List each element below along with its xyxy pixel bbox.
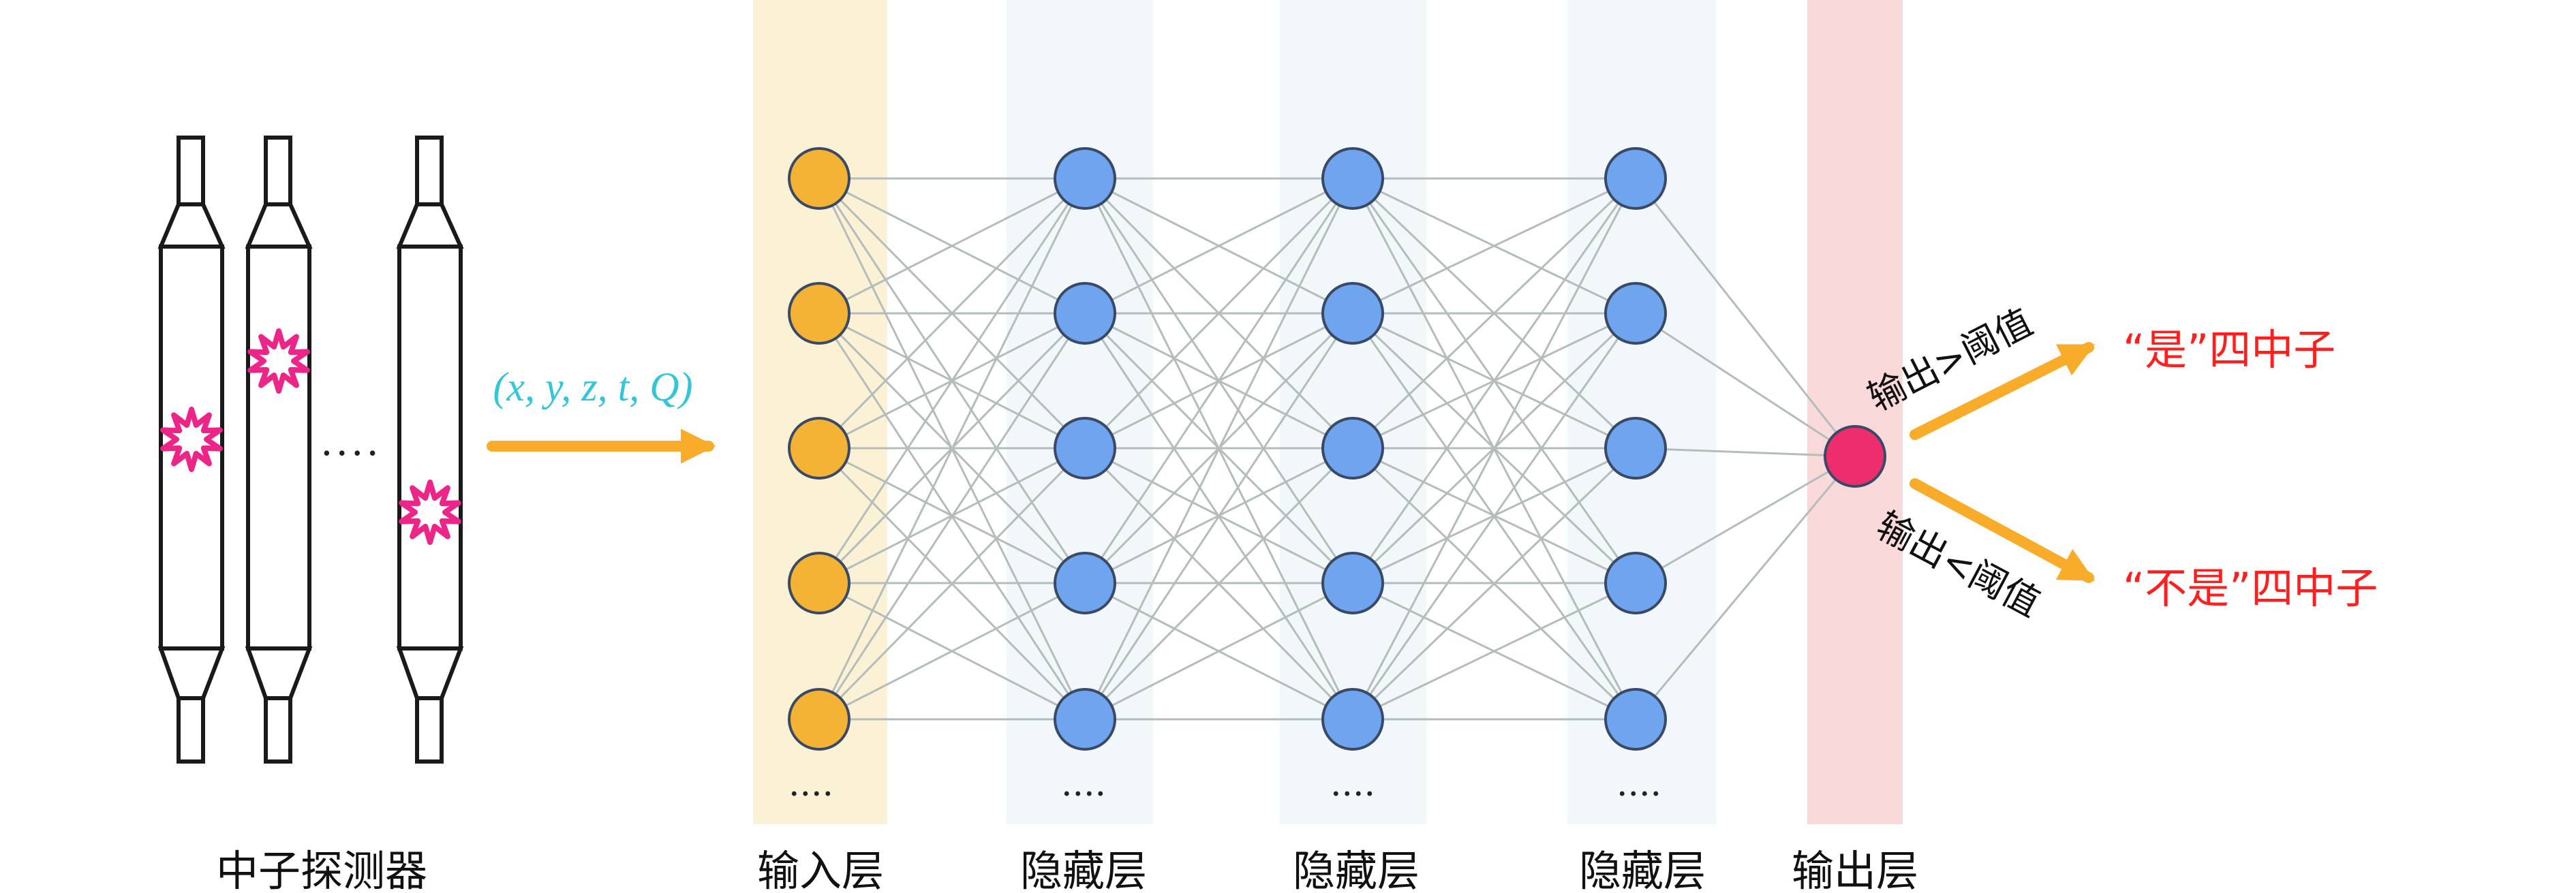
connection-line xyxy=(1084,178,1354,584)
output-node xyxy=(1824,425,1886,488)
connection-line xyxy=(1634,178,1856,457)
hidden-node xyxy=(1321,417,1384,480)
neutron-detector-3 xyxy=(396,136,464,764)
hidden-layer-2-label: 隐藏层 xyxy=(1293,846,1420,893)
input-node xyxy=(788,147,850,210)
hidden-node xyxy=(1321,147,1384,210)
hidden-node xyxy=(1054,282,1116,345)
connection-line xyxy=(1351,177,1637,450)
output-layer-label: 输出层 xyxy=(1792,846,1918,893)
connection-line xyxy=(1635,447,1856,458)
connection-line xyxy=(1635,455,1856,584)
connection-line xyxy=(818,313,1086,720)
connection-line xyxy=(1635,312,1856,458)
upper-output-arrow xyxy=(1910,342,2096,440)
output-layer-band xyxy=(1807,0,1903,824)
connection-line xyxy=(1084,582,1353,721)
hit-flash-icon xyxy=(399,480,461,545)
connection-line xyxy=(818,177,1086,450)
input-layer-ellipsis: .... xyxy=(788,764,833,804)
lower-output-arrow xyxy=(1910,478,2096,583)
hit-flash-icon xyxy=(247,328,310,394)
hidden-layer-3-band xyxy=(1567,0,1716,824)
upper-condition-label: 输出>阈值 xyxy=(1861,300,2039,420)
hidden-node xyxy=(1604,552,1667,614)
connection-line xyxy=(1351,447,1637,721)
connection-line xyxy=(1084,177,1354,450)
connection-line xyxy=(1084,177,1353,315)
hidden-layer-1-label: 隐藏层 xyxy=(1020,846,1147,893)
input-node xyxy=(788,552,850,614)
hidden-node xyxy=(1604,688,1667,751)
input-node xyxy=(788,417,850,480)
hidden-layer-2-ellipsis: .... xyxy=(1330,764,1375,804)
hidden-node xyxy=(1321,282,1384,345)
hidden-node xyxy=(1604,147,1667,210)
hidden-node xyxy=(1054,417,1116,480)
hidden-node xyxy=(1604,417,1667,480)
hidden-node xyxy=(1054,688,1116,751)
connection-line xyxy=(1084,313,1354,720)
hidden-layer-1-band xyxy=(1007,0,1153,824)
hidden-layer-3-ellipsis: .... xyxy=(1616,764,1661,804)
detector-ellipsis: .... xyxy=(320,418,382,465)
hit-flash-icon xyxy=(160,407,223,472)
input-node xyxy=(788,688,850,751)
input-tuple-label: (x, y, z, t, Q) xyxy=(493,364,692,409)
hidden-node xyxy=(1054,552,1116,614)
connection-line xyxy=(1084,447,1354,721)
upper-result-label: “是”四中子 xyxy=(2123,325,2335,375)
lower-condition-label: 输出<阈值 xyxy=(1870,504,2047,625)
hidden-node xyxy=(1321,552,1384,614)
hidden-layer-3-label: 隐藏层 xyxy=(1579,846,1706,893)
lower-result-label: “不是”四中子 xyxy=(2123,563,2378,613)
neutron-hit-flashes xyxy=(160,328,461,545)
connection-line xyxy=(818,178,1086,720)
input-node xyxy=(788,282,850,345)
connection-line xyxy=(818,447,1086,721)
hidden-node xyxy=(1604,282,1667,345)
connection-line xyxy=(1352,582,1636,721)
hidden-layer-1-ellipsis: .... xyxy=(1061,764,1106,804)
network-nodes xyxy=(788,147,1886,751)
neutron-detector-2 xyxy=(245,136,313,764)
connection-line xyxy=(1351,178,1637,720)
connection-line xyxy=(818,178,1086,584)
connection-line xyxy=(818,582,1086,721)
connection-lines xyxy=(818,177,1856,721)
connection-line xyxy=(1352,177,1636,315)
connection-line xyxy=(1351,178,1637,584)
input-layer-label: 输入层 xyxy=(757,846,884,893)
input-layer-band xyxy=(753,0,887,824)
connection-line xyxy=(1084,178,1354,720)
hidden-node xyxy=(1321,688,1384,751)
hidden-node xyxy=(1054,147,1116,210)
connection-line xyxy=(1634,456,1856,720)
hidden-layer-2-band xyxy=(1280,0,1426,824)
connection-line xyxy=(818,177,1086,315)
detector-label: 中子探测器 xyxy=(216,846,427,893)
connection-line xyxy=(1351,313,1637,720)
